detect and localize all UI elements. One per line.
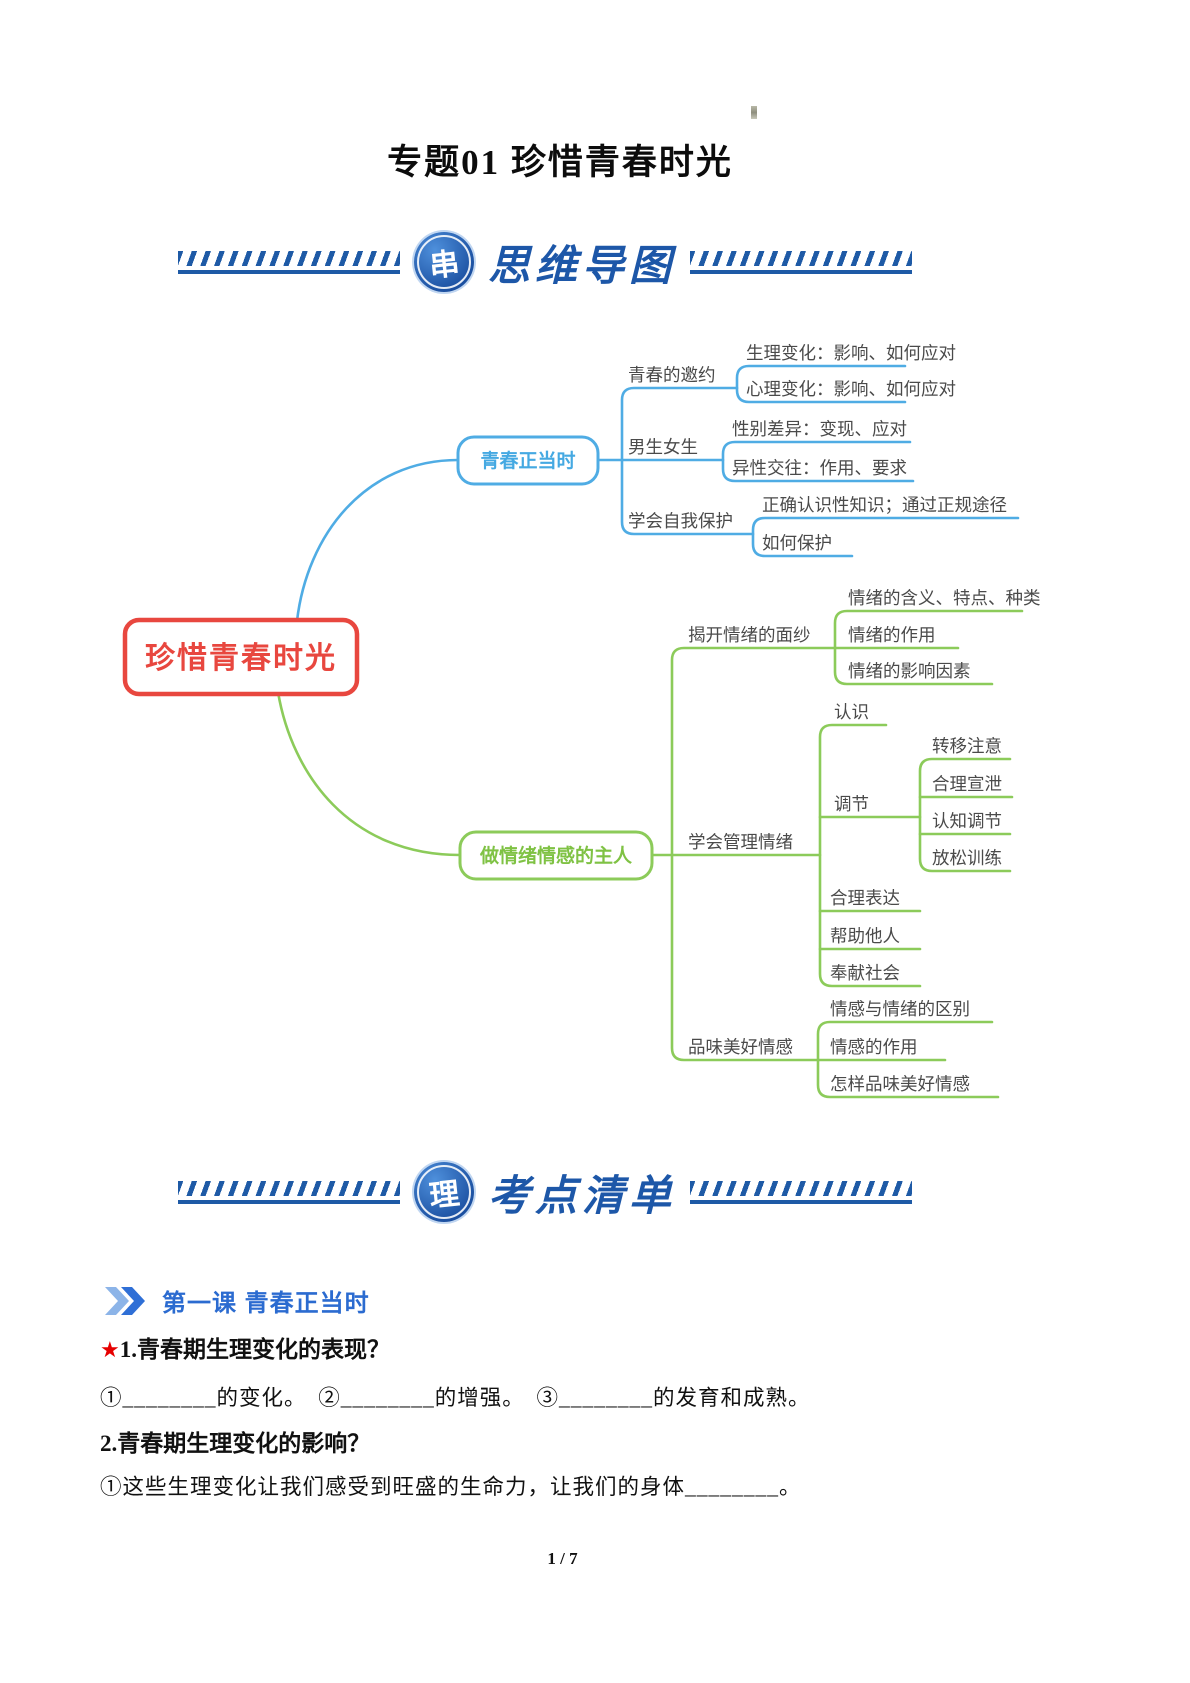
node-gender-difference: 性别差异：变现、应对 [732, 419, 907, 439]
node-emotion-factors: 情绪的影响因素 [848, 661, 971, 681]
branch1-node: 青春正当时 [456, 435, 600, 486]
page-number: 1 / 7 [547, 1549, 578, 1568]
node-feeling-function: 情感的作用 [830, 1037, 918, 1057]
branch2-node: 做情绪情感的主人 [458, 830, 654, 881]
node-help-others: 帮助他人 [830, 926, 900, 946]
node-manage-emotion: 学会管理情绪 [688, 832, 793, 852]
node-emotion-function: 情绪的作用 [848, 625, 936, 645]
chuan-badge-icon: 串 [413, 232, 474, 292]
examlist-section-header: 理 考点清单 [0, 1160, 1090, 1224]
star-icon: ★ [100, 1338, 120, 1363]
page-title: 专题01 珍惜青春时光 [387, 143, 733, 182]
question-2: 2.青春期生理变化的影响？ [100, 1431, 371, 1456]
mindmap: 珍惜青春时光 青春正当时 做情绪情感的主人 青春的邀约 生理变化：影响、如何应对… [122, 343, 1041, 1099]
branch1-connectors [295, 364, 1020, 623]
node-regulate: 调节 [834, 794, 869, 814]
node-sex-knowledge: 正确认识性知识；通过正规途径 [762, 495, 1007, 515]
section-title-examlist: 考点清单 [487, 1173, 676, 1220]
node-serve-society: 奉献社会 [830, 963, 900, 983]
question-1-blanks: ①________的变化。 ②________的增强。 ③________的发育… [100, 1386, 811, 1410]
question-2-line1: ①这些生理变化让我们感受到旺盛的生命力，让我们的身体________。 [100, 1475, 802, 1499]
root-node-label: 珍惜青春时光 [145, 642, 337, 675]
mindmap-section-header: 串 思维导图 [0, 230, 1090, 294]
hatch-line-right [690, 1180, 912, 1204]
node-boys-girls: 男生女生 [628, 437, 698, 457]
node-physical-change: 生理变化：影响、如何应对 [746, 343, 956, 363]
branch2-connectors [276, 609, 1024, 1099]
node-relax-training: 放松训练 [932, 848, 1002, 868]
node-cognitive-adjust: 认知调节 [932, 811, 1002, 831]
node-shift-attention: 转移注意 [932, 736, 1002, 756]
node-emotion-meaning: 情绪的含义、特点、种类 [848, 588, 1041, 608]
branch2-label: 做情绪情感的主人 [479, 844, 633, 867]
node-taste-feelings: 品味美好情感 [688, 1037, 793, 1057]
node-reasonable-express: 合理表达 [830, 888, 900, 908]
node-reasonable-vent: 合理宣泄 [932, 774, 1002, 794]
hatch-line-left [177, 1180, 400, 1204]
node-how-to-protect: 如何保护 [762, 533, 832, 553]
question-1: ★1.青春期生理变化的表现？ [100, 1330, 390, 1364]
node-youth-invitation: 青春的邀约 [628, 365, 716, 385]
node-self-protection: 学会自我保护 [628, 511, 733, 531]
stray-mark [751, 106, 757, 119]
hatch-line-right [690, 250, 912, 274]
section-title-mindmap: 思维导图 [487, 243, 676, 290]
node-mental-change: 心理变化：影响、如何应对 [746, 379, 956, 399]
lesson1-title: 第一课 青春正当时 [162, 1290, 370, 1317]
question-1-text: 1.青春期生理变化的表现？ [119, 1337, 390, 1362]
node-recognize: 认识 [834, 702, 869, 722]
hatch-line-left [177, 250, 400, 274]
badge-character: 理 [427, 1177, 461, 1214]
li-badge-icon: 理 [413, 1162, 474, 1222]
node-unveil-emotion: 揭开情绪的面纱 [688, 625, 811, 645]
lesson1-heading: 第一课 青春正当时 [103, 1283, 370, 1318]
node-feeling-vs-emotion: 情感与情绪的区别 [830, 999, 970, 1019]
double-chevron-icon [105, 1286, 145, 1315]
node-how-taste-feelings: 怎样品味美好情感 [830, 1074, 970, 1094]
branch1-label: 青春正当时 [480, 449, 575, 472]
root-node: 珍惜青春时光 [122, 617, 360, 697]
node-opposite-sex: 异性交往：作用、要求 [732, 458, 907, 478]
